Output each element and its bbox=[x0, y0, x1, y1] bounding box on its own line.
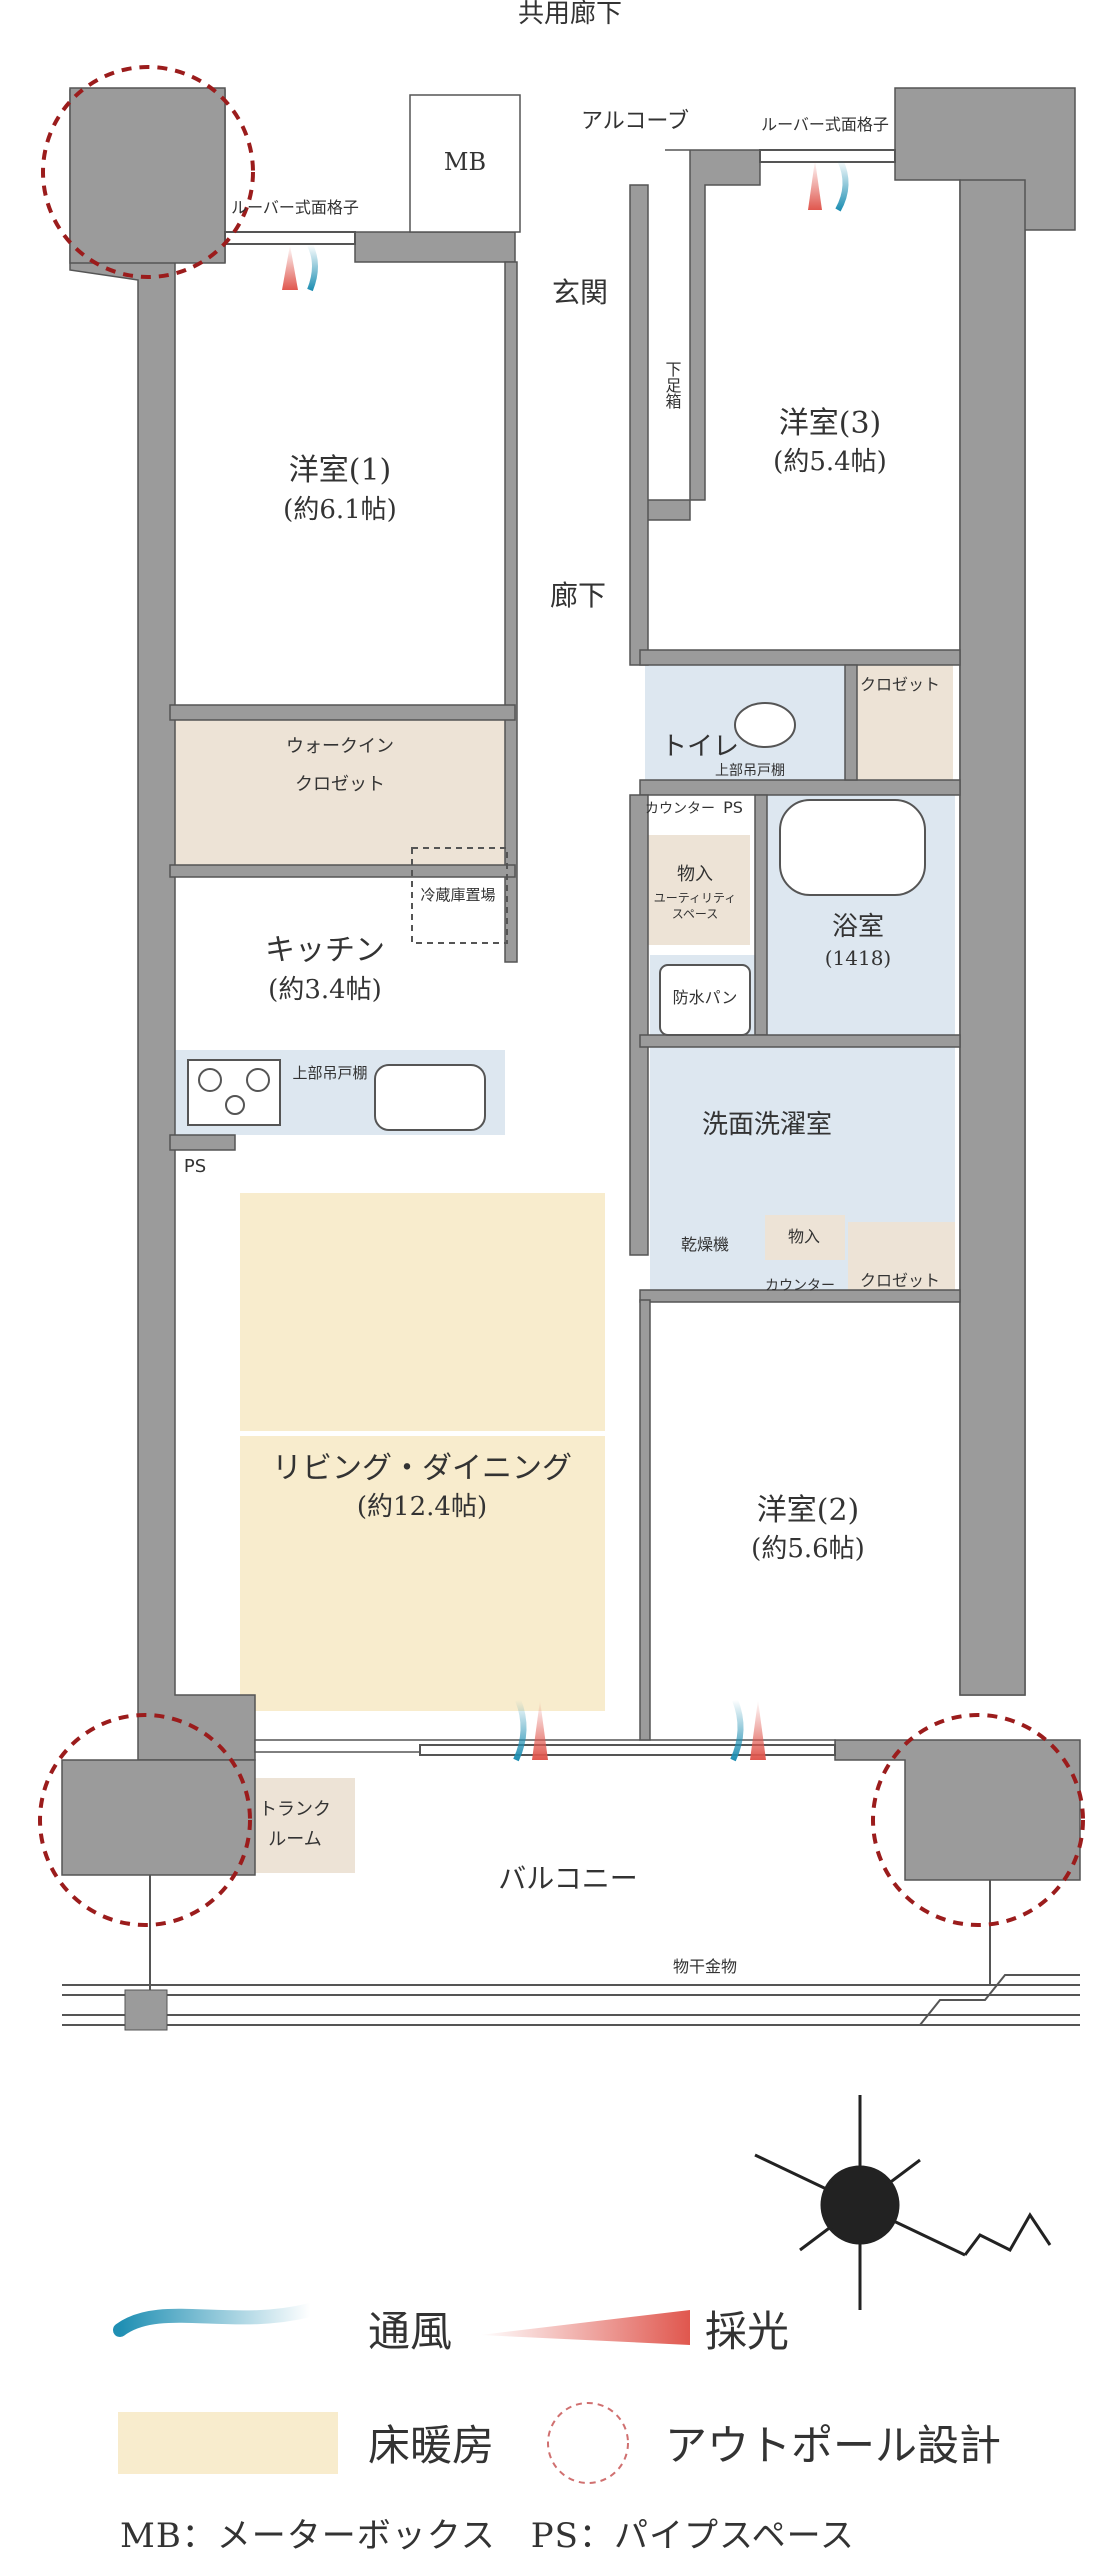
alcove-label: アルコーブ bbox=[581, 109, 689, 134]
airflow-marks bbox=[282, 158, 849, 1762]
trunk-room-label-1: トランク bbox=[259, 1799, 331, 1820]
room2-size: (約5.6帖) bbox=[751, 1534, 865, 1564]
room-labels: 共用廊下 アルコーブ MB ルーバー式面格子 ルーバー式面格子 玄関 下足箱 廊… bbox=[184, 0, 940, 1976]
ventilation-swatch bbox=[113, 2303, 317, 2337]
louver-left-label: ルーバー式面格子 bbox=[231, 198, 359, 217]
outpole-ring-top-left bbox=[41, 65, 255, 279]
walls bbox=[61, 87, 1081, 1881]
kitchen-size: (約3.4帖) bbox=[268, 975, 382, 1005]
washroom-label: 洗面洗濯室 bbox=[702, 1110, 832, 1140]
counter-top-label: カウンター bbox=[645, 801, 715, 817]
counter-bottom-label: カウンター bbox=[765, 1278, 835, 1294]
walk-in-closet-label-1: ウォークイン bbox=[286, 736, 394, 757]
ventilation-legend-text: 通風 bbox=[368, 2307, 453, 2356]
balcony-label: バルコニー bbox=[498, 1862, 637, 1895]
bath-name: 浴室 bbox=[832, 912, 884, 942]
ps-toilet-label: PS bbox=[723, 798, 743, 817]
outpole-legend-text: アウトポール設計 bbox=[665, 2421, 1002, 2470]
outpole-ring-bottom-left bbox=[38, 1713, 252, 1927]
entrance-label: 玄関 bbox=[552, 276, 608, 309]
hallway-label: 廊下 bbox=[550, 579, 606, 612]
closet-room3-label: クロゼット bbox=[860, 675, 940, 694]
living-size: (約12.4帖) bbox=[357, 1492, 487, 1522]
outpole-swatch bbox=[547, 2402, 629, 2484]
room3-name: 洋室(3) bbox=[779, 406, 882, 441]
daylight-legend-text: 採光 bbox=[705, 2307, 790, 2356]
trunk-room-label-2: ルーム bbox=[268, 1829, 321, 1850]
room3-size: (約5.4帖) bbox=[773, 447, 887, 477]
outpole-ring-bottom-right bbox=[871, 1713, 1085, 1927]
storage-utility-area bbox=[640, 835, 750, 945]
room1-size: (約6.1帖) bbox=[283, 495, 397, 525]
louver-right-label: ルーバー式面格子 bbox=[761, 115, 889, 134]
living-name: リビング・ダイニング bbox=[272, 1451, 572, 1486]
ps-kitchen-label: PS bbox=[184, 1156, 206, 1177]
legend bbox=[113, 2303, 690, 2484]
utility-space-label-2: スペース bbox=[672, 907, 719, 921]
waterproof-pan-label: 防水パン bbox=[673, 988, 738, 1007]
storage-small-area bbox=[765, 1215, 845, 1260]
abbreviation-note: MB：メーターボックス PS：パイプスペース bbox=[120, 2516, 855, 2556]
daylight-swatch bbox=[480, 2310, 690, 2345]
drying-hardware-label: 物干金物 bbox=[673, 1957, 737, 1976]
outpole-rings bbox=[38, 65, 1085, 1927]
fridge-label: 冷蔵庫置場 bbox=[420, 886, 495, 904]
room2-name: 洋室(2) bbox=[757, 1493, 860, 1528]
balcony-post bbox=[124, 1989, 168, 2031]
room1-name: 洋室(1) bbox=[289, 453, 392, 488]
shoe-box-label: 下足箱 bbox=[663, 361, 682, 409]
windows bbox=[224, 149, 896, 1756]
closet-room2-area bbox=[848, 1222, 955, 1302]
floor-heating-swatch bbox=[118, 2412, 338, 2474]
storage-utility-label: 物入 bbox=[677, 864, 713, 885]
floor-heating-area-2 bbox=[240, 1436, 605, 1711]
walk-in-closet-label-2: クロゼット bbox=[295, 774, 385, 795]
toilet-label: トイレ bbox=[661, 732, 739, 762]
storage-small-label: 物入 bbox=[788, 1227, 820, 1246]
closet-room2-label: クロゼット bbox=[860, 1271, 940, 1290]
upper-cabinet-toilet-label: 上部吊戸棚 bbox=[715, 763, 785, 779]
corridor-label: 共用廊下 bbox=[518, 0, 622, 29]
floor-heating-legend-text: 床暖房 bbox=[368, 2421, 495, 2470]
mb-label: MB bbox=[444, 148, 486, 176]
utility-space-label-1: ユーティリティ bbox=[654, 891, 737, 905]
fixtures bbox=[187, 702, 926, 1131]
compass-icon bbox=[754, 2095, 1052, 2310]
dryer-label: 乾燥機 bbox=[681, 1235, 729, 1254]
bath-size: (1418) bbox=[825, 946, 892, 970]
balcony-railing bbox=[62, 1875, 1080, 2026]
walk-in-closet-area bbox=[170, 720, 510, 865]
closet-room3-area bbox=[848, 662, 953, 780]
upper-cabinet-kitchen-label: 上部吊戸棚 bbox=[292, 1064, 367, 1082]
floor-heating-area-1 bbox=[240, 1193, 605, 1431]
kitchen-name: キッチン bbox=[265, 933, 385, 968]
